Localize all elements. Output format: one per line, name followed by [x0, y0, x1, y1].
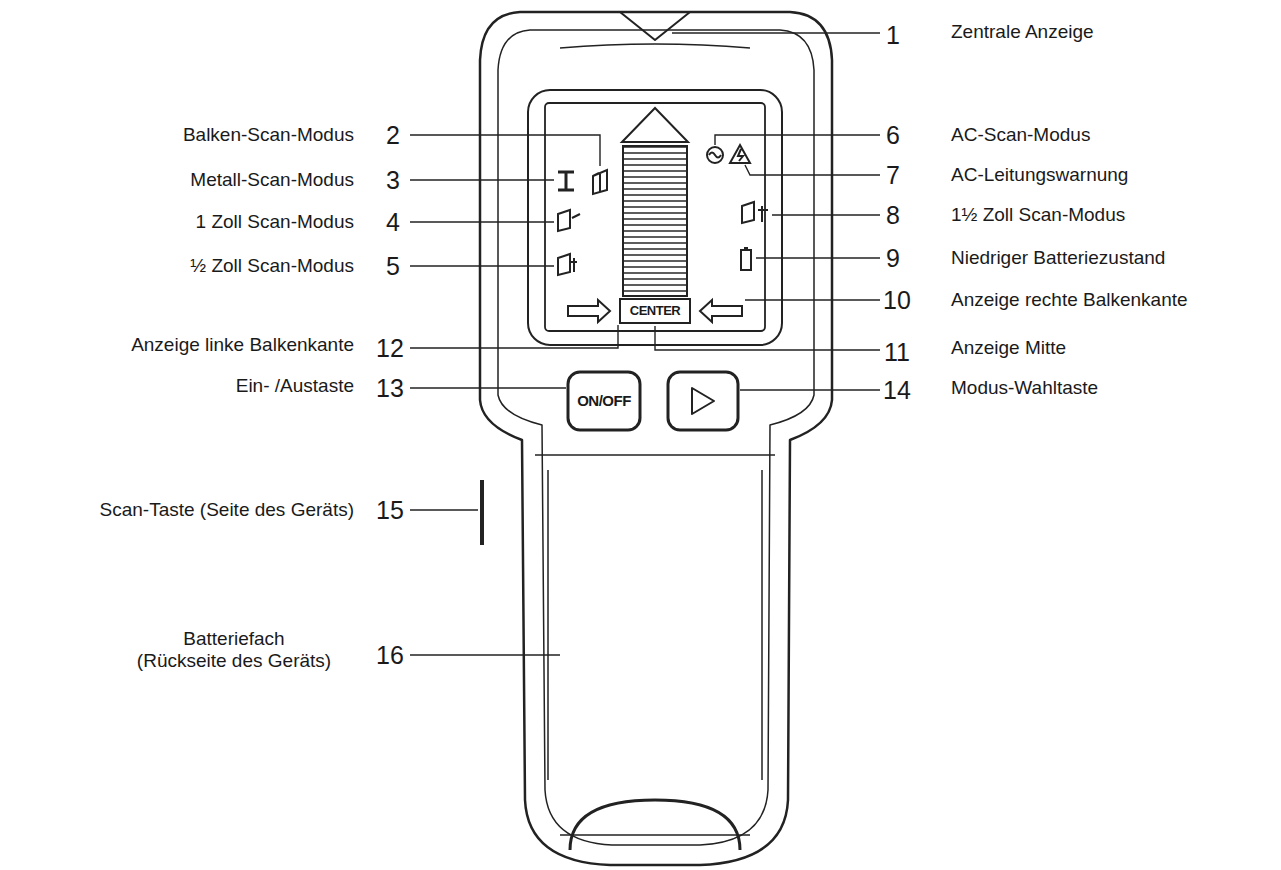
housing-outline	[480, 12, 832, 865]
callout-number: 12	[373, 334, 407, 363]
bar-top-triangle	[622, 108, 688, 142]
display-frame	[528, 90, 782, 345]
callout-number: 2	[383, 121, 403, 150]
leader-lines	[410, 33, 880, 655]
callout-number: 7	[883, 161, 903, 190]
onoff-button	[568, 372, 640, 430]
lcd-screen	[545, 103, 765, 331]
part-name: Balken-Scan-Modus	[180, 124, 357, 146]
callout-number: 6	[883, 121, 903, 150]
depth-1-icon	[558, 210, 580, 231]
part-name: Modus-Wahltaste	[948, 377, 1101, 399]
part-name: Zentrale Anzeige	[948, 21, 1097, 43]
scan-button	[480, 480, 484, 545]
callout-number: 16	[373, 641, 407, 670]
depth-1half-icon	[742, 202, 768, 223]
stud-icon	[593, 170, 607, 194]
button-text: ON/OFF	[576, 392, 632, 409]
mode-arrow	[692, 388, 714, 414]
metal-icon	[558, 172, 574, 190]
mode-button	[668, 372, 738, 430]
part-name: Scan-Taste (Seite des Geräts)	[97, 499, 358, 521]
left-edge-arrow	[568, 300, 610, 322]
part-name: AC-Scan-Modus	[948, 124, 1093, 146]
callout-number: 9	[883, 244, 903, 273]
part-name: 1 Zoll Scan-Modus	[193, 211, 357, 233]
callout-number: 14	[880, 376, 914, 405]
part-name: AC-Leitungswarnung	[948, 164, 1131, 186]
part-name: Metall-Scan-Modus	[187, 169, 357, 191]
part-name: Batteriefach (Rückseite des Geräts)	[111, 628, 357, 672]
callout-number: 5	[383, 252, 403, 281]
part-name: Anzeige rechte Balkenkante	[948, 289, 1191, 311]
signal-bar	[623, 146, 687, 296]
callout-number: 1	[883, 21, 903, 50]
right-edge-arrow	[700, 300, 742, 322]
part-name: Niedriger Batteriezustand	[948, 247, 1168, 269]
center-box	[620, 299, 690, 323]
ac-icon	[707, 147, 723, 163]
ac-warning-icon	[730, 145, 750, 163]
part-name: Ein- /Austaste	[233, 375, 357, 397]
part-name: 1½ Zoll Scan-Modus	[948, 204, 1128, 226]
battery-icon	[741, 250, 751, 270]
callout-number: 15	[373, 496, 407, 525]
callout-number: 11	[881, 338, 913, 367]
part-name: ½ Zoll Scan-Modus	[187, 255, 357, 277]
callout-number: 4	[383, 208, 403, 237]
callout-number: 10	[880, 286, 914, 315]
callout-number: 3	[383, 166, 403, 195]
depth-half-icon	[558, 254, 577, 275]
callout-number: 8	[883, 201, 903, 230]
callout-number: 13	[373, 374, 407, 403]
part-name: Anzeige Mitte	[948, 337, 1069, 359]
display-text: CENTER	[629, 304, 681, 319]
part-name: Anzeige linke Balkenkante	[128, 334, 357, 356]
